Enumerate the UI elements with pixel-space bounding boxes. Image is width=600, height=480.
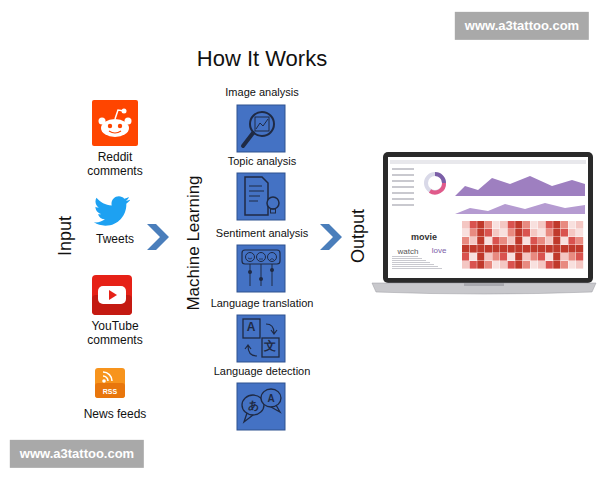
diagram-title: How It Works [162, 46, 362, 72]
twitter-icon [94, 196, 130, 225]
input-source: YouTube comments [67, 319, 163, 348]
language-translation-icon [237, 315, 285, 362]
node-label: Sentiment analysis [192, 227, 332, 240]
word-cloud-word: movie [411, 233, 437, 243]
ml-step: Language detection [192, 365, 332, 378]
rss-icon [95, 368, 125, 398]
node-label: Image analysis [192, 86, 332, 99]
word-cloud-word: watch [398, 248, 419, 257]
language-detection-icon [237, 383, 285, 430]
icon-text: RSS [103, 388, 117, 396]
column-heading: Machine Learning [185, 175, 204, 310]
node-label: Language detection [192, 365, 332, 378]
reddit-icon [92, 100, 138, 146]
youtube-icon [92, 275, 132, 315]
topic-analysis-icon [237, 173, 285, 220]
input-source: News feeds [65, 407, 165, 421]
node-label: News feeds [65, 407, 165, 421]
sentiment-analysis-icon [237, 245, 285, 292]
node-label: Language translation [192, 297, 332, 310]
input-source: Tweets [75, 232, 155, 246]
icon-glyph: あ [248, 399, 259, 411]
word-cloud-word: love [432, 247, 447, 256]
input-source: Reddit comments [75, 150, 155, 179]
flow-chevron [147, 224, 169, 250]
icon-glyph: A [267, 393, 274, 404]
flow-chevron [320, 224, 342, 250]
column-heading: Output [349, 209, 369, 263]
ml-step: Image analysis [192, 86, 332, 99]
node-label: YouTube comments [67, 319, 163, 348]
ml-step: Topic analysis [192, 155, 332, 168]
node-label: Tweets [75, 232, 155, 246]
icon-glyph: 文 [264, 340, 276, 353]
ml-step: Sentiment analysis [192, 227, 332, 240]
laptop-dashboard [372, 152, 596, 294]
watermark: www.a3tattoo.com [455, 12, 589, 40]
node-label: Topic analysis [192, 155, 332, 168]
image-analysis-icon [237, 105, 285, 152]
watermark: www.a3tattoo.com [10, 440, 144, 468]
ml-step: Language translation [192, 297, 332, 310]
node-label: Reddit comments [75, 150, 155, 179]
column-heading: Input [56, 216, 76, 256]
icon-glyph: A [247, 321, 256, 334]
